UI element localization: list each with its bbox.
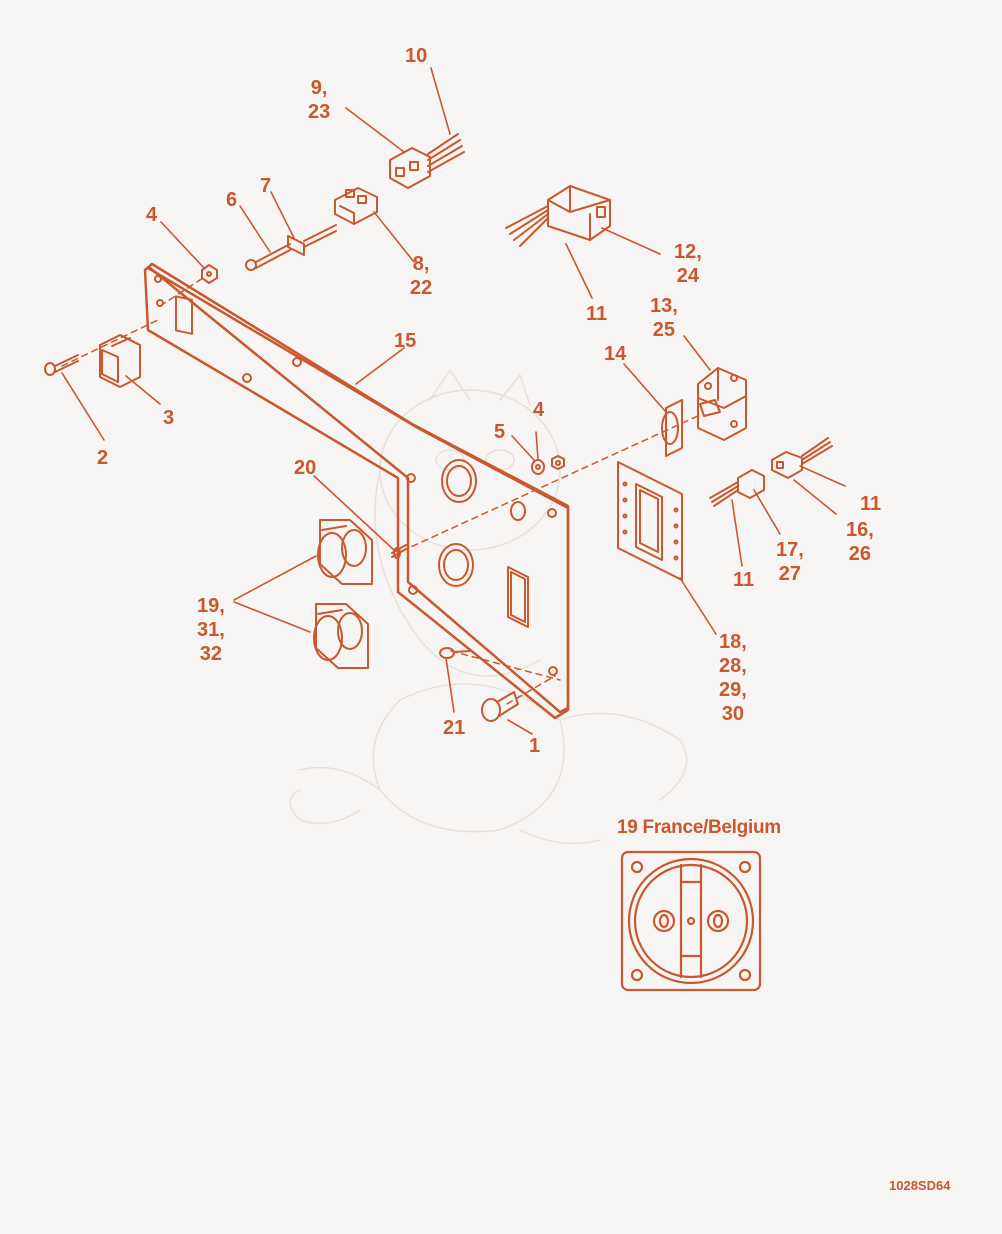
callout-4-left: 4	[146, 204, 158, 226]
nut-part-5-and-4	[531, 455, 565, 475]
wire-harness-parts-6-7-8	[245, 187, 378, 271]
callout-6: 6	[226, 189, 238, 211]
callout-10: 10	[405, 45, 428, 67]
nut-part-4-left	[201, 264, 218, 284]
callout-14: 14	[604, 343, 627, 365]
screw-part-1	[481, 691, 519, 722]
connectors-part-16-17	[709, 437, 833, 507]
label-plate-part-18	[617, 461, 683, 581]
callout-9-23: 9, 23	[308, 77, 331, 123]
callout-20: 20	[294, 457, 317, 479]
callout-17-27: 17, 27	[776, 539, 804, 585]
callout-18-28-29-30: 18, 28, 29, 30	[719, 631, 747, 725]
callout-11-top: 11	[586, 303, 608, 325]
screw-part-20	[391, 544, 407, 559]
switch-boot-part-14	[661, 399, 683, 457]
callout-2: 2	[97, 447, 109, 469]
rocker-switch-part-3	[99, 334, 141, 388]
mascot-watermark	[289, 369, 688, 845]
leader-lines	[61, 67, 846, 735]
callout-15: 15	[394, 330, 417, 352]
receptacle-part-19-upper	[317, 519, 373, 585]
callout-4-right: 4	[533, 399, 545, 421]
callout-13-25: 13, 25	[650, 295, 678, 341]
callout-7: 7	[260, 175, 272, 197]
callout-12-24: 12, 24	[674, 241, 702, 287]
callout-11-mid: 11	[733, 569, 755, 591]
rivet-part-21	[439, 647, 471, 659]
document-id: 1028SD64	[889, 1178, 951, 1193]
callout-11-right: 11	[860, 493, 882, 515]
assembly-lines	[61, 275, 701, 705]
screw-part-2	[44, 354, 79, 376]
connector-part-9-23	[389, 133, 465, 189]
france-belgium-outlet-inset	[620, 850, 762, 992]
callout-21: 21	[443, 717, 466, 739]
callout-3: 3	[163, 407, 175, 429]
callout-19-31-32: 19, 31, 32	[197, 595, 225, 665]
callout-5: 5	[494, 421, 506, 443]
callout-1: 1	[529, 735, 541, 757]
inset-caption: 19 France/Belgium	[617, 817, 781, 838]
callout-8-22: 8, 22	[410, 253, 433, 299]
toggle-switch-part-13-25	[697, 367, 747, 441]
connector-part-12-24	[505, 185, 611, 247]
receptacle-part-19-lower	[313, 603, 369, 669]
control-panel-plate	[143, 262, 570, 720]
callout-16-26: 16, 26	[846, 519, 874, 565]
